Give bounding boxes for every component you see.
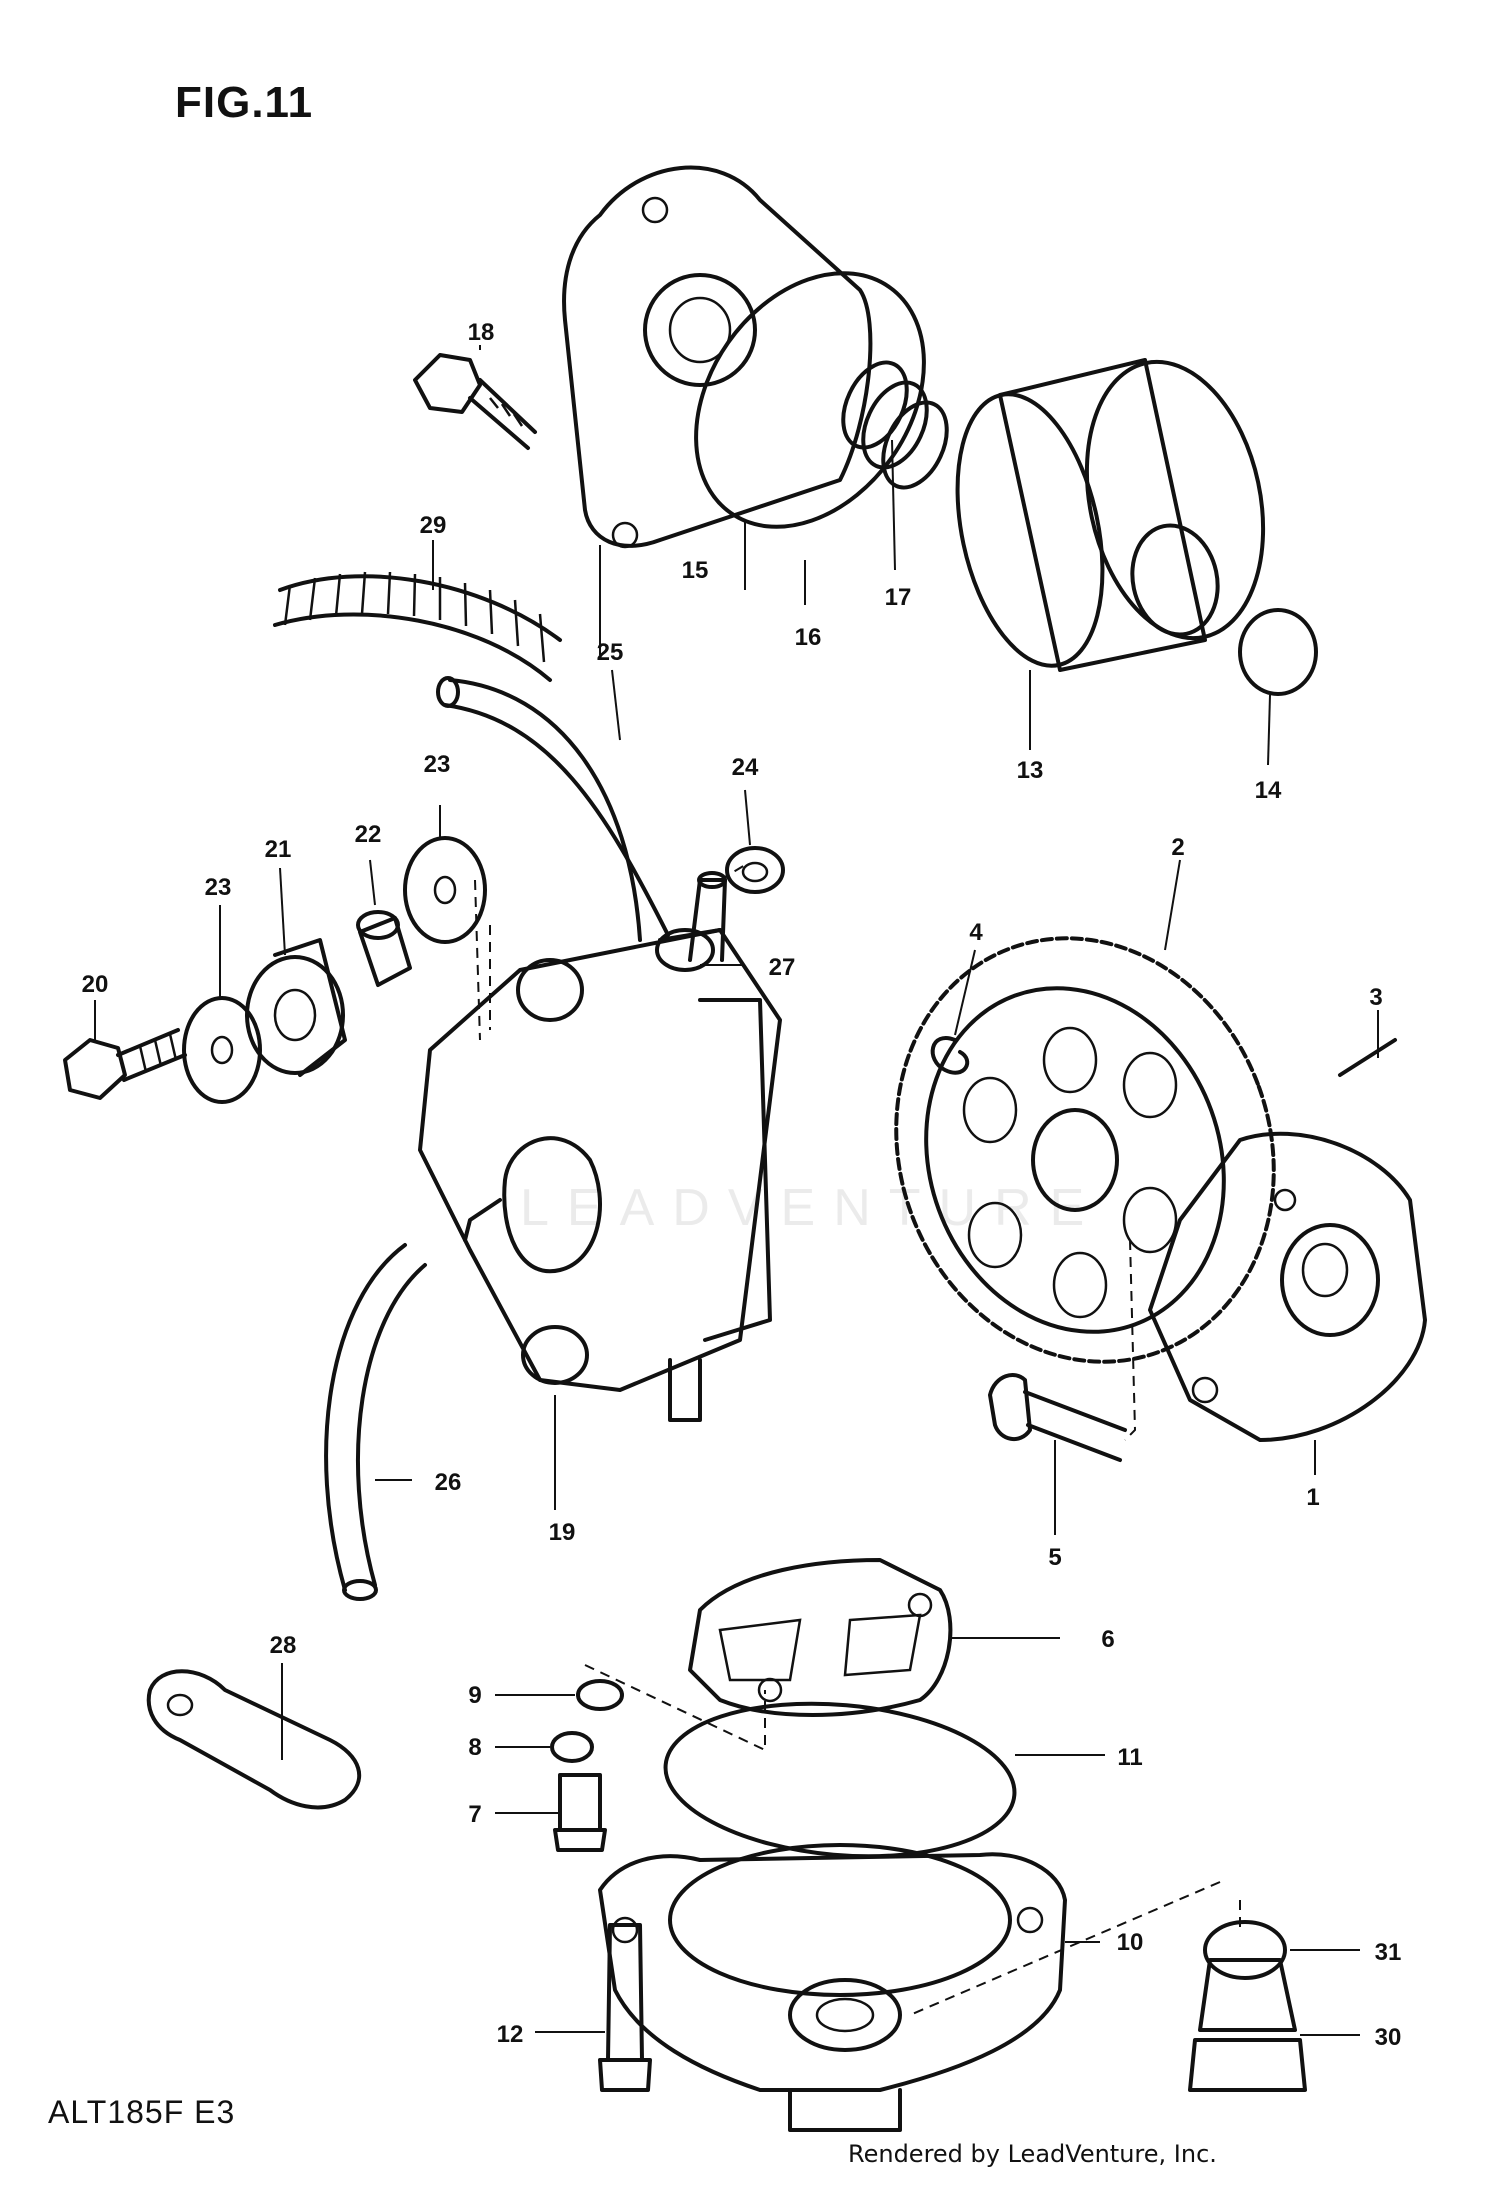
bolt-7 <box>553 1773 607 1852</box>
oil-filter-element <box>955 358 1266 672</box>
pan-o-ring <box>663 1701 1017 1859</box>
callout-23: 23 <box>205 874 232 901</box>
callout-2: 2 <box>1171 834 1184 861</box>
cover-bolt <box>413 353 537 450</box>
callout-20: 20 <box>82 971 109 998</box>
pan-bolt <box>598 1923 652 2092</box>
oil-pan <box>598 1843 1067 2132</box>
pump-screw <box>988 1373 1127 1462</box>
washer-9 <box>576 1679 624 1711</box>
drain-plug <box>1188 1958 1307 2092</box>
callout-15: 15 <box>682 557 709 584</box>
dowel-pin <box>1338 1038 1397 1077</box>
callout-16: 16 <box>795 624 822 651</box>
model-code: ALT185F E3 <box>48 2094 236 2130</box>
callout-22: 22 <box>355 821 382 848</box>
callout-labels: 18 29 15 16 17 13 14 25 24 23 21 22 23 2… <box>82 319 1402 2051</box>
pump-bolt <box>63 1028 187 1100</box>
callout-19: 19 <box>549 1519 576 1546</box>
callout-14: 14 <box>1255 777 1282 804</box>
callout-13: 13 <box>1017 757 1044 784</box>
hose-bracket <box>146 1669 362 1810</box>
cushion <box>245 938 347 1077</box>
callout-12: 12 <box>497 2021 524 2048</box>
fuel-pump <box>418 871 782 1422</box>
callout-28: 28 <box>270 1632 297 1659</box>
lock-washer-8 <box>550 1731 594 1763</box>
callout-1: 1 <box>1306 1484 1319 1511</box>
fuel-hose-upper <box>436 676 670 942</box>
callout-7: 7 <box>468 1801 481 1828</box>
callout-18: 18 <box>468 319 495 346</box>
callout-9: 9 <box>468 1682 481 1709</box>
drain-gasket <box>1203 1920 1287 1980</box>
callout-4: 4 <box>969 919 983 946</box>
callout-6: 6 <box>1101 1626 1114 1653</box>
callout-24: 24 <box>732 754 759 781</box>
callout-10: 10 <box>1117 1929 1144 1956</box>
filter-spring <box>841 360 949 490</box>
callout-29: 29 <box>420 512 447 539</box>
callout-3: 3 <box>1369 984 1382 1011</box>
grommet <box>725 846 785 894</box>
callout-21: 21 <box>265 836 292 863</box>
callout-30: 30 <box>1375 2024 1402 2051</box>
figure-title: FIG.11 <box>175 78 314 127</box>
fuel-hose-lower <box>324 1243 427 1601</box>
hose-clip <box>655 928 722 972</box>
washer-outer <box>403 836 487 944</box>
callout-17: 17 <box>885 584 912 611</box>
cover-o-ring <box>694 271 926 529</box>
oil-pump-gear <box>894 936 1276 1364</box>
callout-27: 27 <box>769 954 796 981</box>
render-credit: Rendered by LeadVenture, Inc. <box>848 2140 1217 2168</box>
spacer <box>356 910 412 987</box>
oil-strainer <box>688 1558 953 1717</box>
oil-filter-cover <box>562 165 873 549</box>
callout-23: 23 <box>424 751 451 778</box>
oil-pump-body <box>1148 1131 1427 1442</box>
callout-26: 26 <box>435 1469 462 1496</box>
washer-inner <box>182 996 262 1104</box>
callout-11: 11 <box>1117 1744 1142 1771</box>
filter-o-ring <box>1238 608 1318 696</box>
callout-8: 8 <box>468 1734 481 1761</box>
gear-circlip <box>930 1036 970 1075</box>
callout-31: 31 <box>1375 1939 1402 1966</box>
callout-5: 5 <box>1048 1544 1061 1571</box>
coil-guard <box>273 571 562 682</box>
watermark: LEADVENTURE <box>520 1179 1102 1237</box>
leader-lines <box>94 345 1379 2036</box>
callout-25: 25 <box>597 639 624 666</box>
